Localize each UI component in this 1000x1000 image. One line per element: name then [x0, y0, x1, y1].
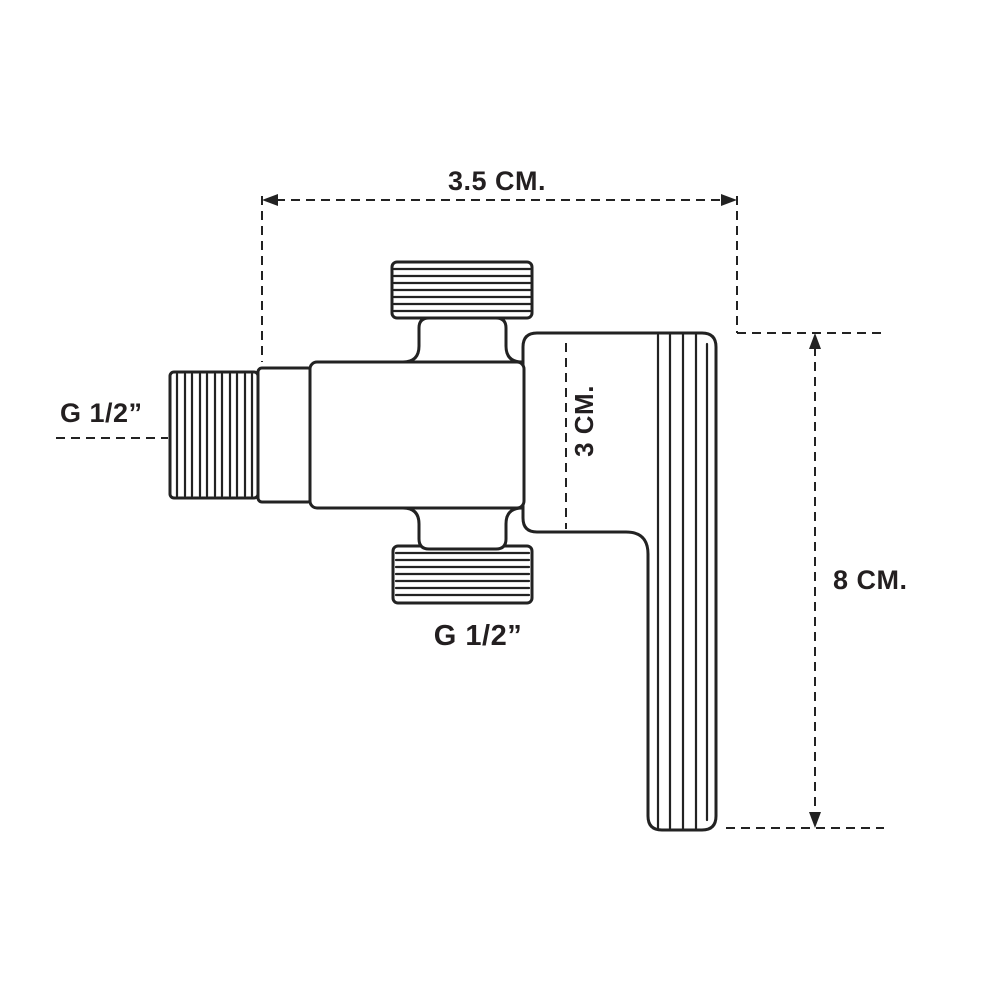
inlet-thread-callout: G 1/2” — [56, 398, 168, 439]
bottom-neck — [401, 506, 524, 551]
top-outlet-thread — [390, 260, 534, 320]
inlet-thread — [168, 370, 260, 500]
label-outlet-thread: G 1/2” — [434, 620, 522, 652]
valve-body — [308, 360, 526, 510]
handle-ridges — [656, 332, 709, 831]
label-width-dim: 3.5 CM. — [448, 166, 546, 196]
dimension-width: 3.5 CM. — [261, 166, 738, 362]
dimension-height: 8 CM. — [726, 332, 908, 829]
label-depth-dim: 3 CM. — [569, 385, 599, 457]
dim-arrow-up-icon — [809, 333, 821, 349]
dim-arrow-down-icon — [809, 812, 821, 828]
dim-arrow-right-icon — [721, 194, 737, 206]
handle — [521, 331, 718, 832]
dim-arrow-left-icon — [262, 194, 278, 206]
label-height-dim: 8 CM. — [833, 565, 908, 595]
valve-drawing — [168, 260, 718, 832]
top-neck — [401, 316, 524, 364]
bottom-outlet-thread — [391, 544, 534, 605]
hex-collar — [256, 366, 314, 504]
label-inlet-thread: G 1/2” — [60, 398, 143, 428]
